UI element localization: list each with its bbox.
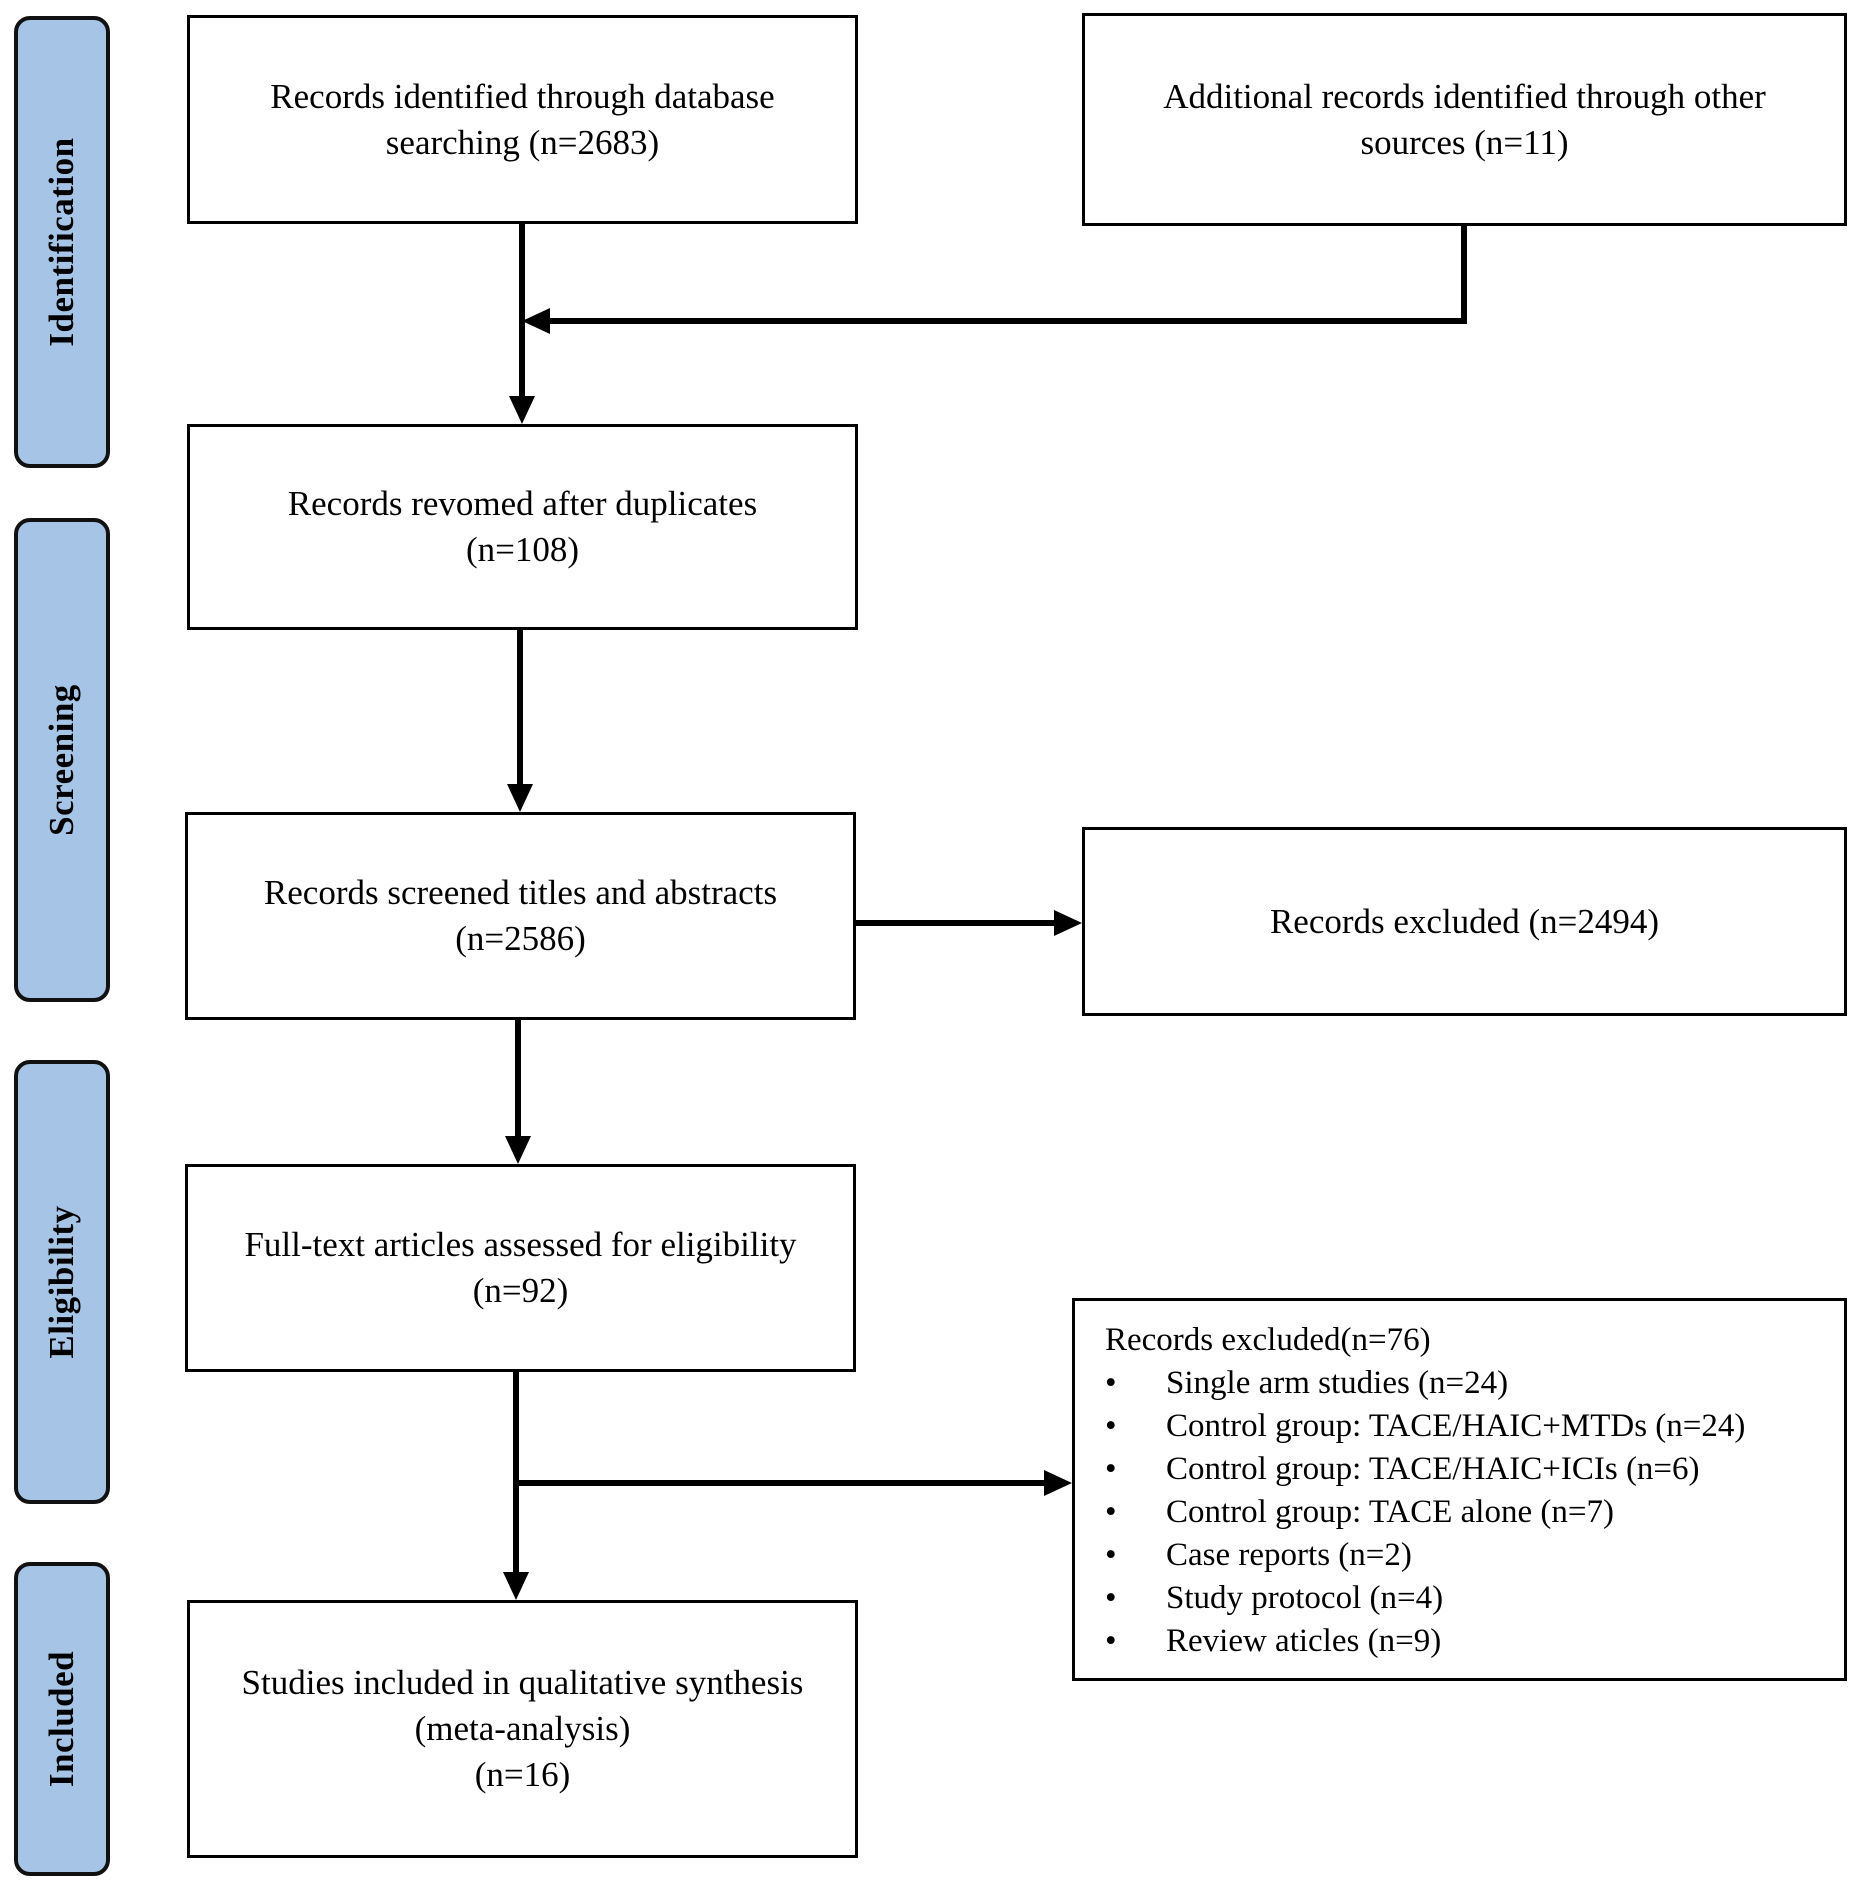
bullet: • xyxy=(1105,1408,1117,1444)
bullet: • xyxy=(1105,1580,1117,1616)
exclusion-reason: Review aticles (n=9) xyxy=(1166,1623,1442,1659)
excluded-fulltext-title: Records excluded(n=76) xyxy=(1105,1322,1431,1358)
exclusion-reason: Control group: TACE/HAIC+MTDs (n=24) xyxy=(1166,1408,1746,1444)
list-item: • Control group: TACE/HAIC+ICIs (n=6) xyxy=(1105,1448,1844,1491)
phase-included: Included xyxy=(14,1562,110,1876)
list-item: • Control group: TACE/HAIC+MTDs (n=24) xyxy=(1105,1405,1844,1448)
box-records-excluded-fulltext: Records excluded(n=76) • Single arm studi… xyxy=(1072,1298,1847,1681)
exclusion-reason: Control group: TACE/HAIC+ICIs (n=6) xyxy=(1166,1451,1700,1487)
records-screened-line2: (n=2586) xyxy=(455,919,586,958)
other-sources-line1: Additional records identified through ot… xyxy=(1163,76,1766,116)
fulltext-assessed-line1: Full-text articles assessed for eligibil… xyxy=(244,1225,797,1264)
list-item: • Review aticles (n=9) xyxy=(1105,1620,1844,1663)
phase-screening: Screening xyxy=(14,518,110,1002)
records-screened-line1: Records screened titles and abstracts xyxy=(263,873,778,912)
phase-eligibility: Eligibility xyxy=(14,1060,110,1504)
duplicates-removed-line2: (n=108) xyxy=(465,530,580,569)
bullet: • xyxy=(1105,1451,1117,1487)
duplicates-removed-line1: Records revomed after duplicates xyxy=(287,484,758,523)
arrowhead-merge xyxy=(522,308,550,334)
box-records-screened: Records screened titles and abstracts (n… xyxy=(185,812,856,1020)
exclusion-reason: Study protocol (n=4) xyxy=(1166,1580,1444,1616)
exclusion-reason: Single arm studies (n=24) xyxy=(1166,1365,1509,1401)
box-duplicates-removed: Records revomed after duplicates (n=108) xyxy=(187,424,858,630)
box-records-excluded-screening: Records excluded (n=2494) xyxy=(1082,827,1847,1016)
exclusion-reasons-list: • Single arm studies (n=24) • Control grou… xyxy=(1105,1362,1844,1663)
list-item: • Single arm studies (n=24) xyxy=(1105,1362,1844,1405)
fulltext-assessed-line2: (n=92) xyxy=(472,1271,569,1310)
arrowhead-included xyxy=(503,1572,529,1600)
list-item: • Control group: TACE alone (n=7) xyxy=(1105,1491,1844,1534)
exclusion-reason: Case reports (n=2) xyxy=(1166,1537,1412,1573)
database-records-line2: searching (n=2683) xyxy=(385,122,660,162)
arrowhead-duplicates xyxy=(509,396,535,424)
studies-included-line3: (n=16) xyxy=(474,1755,571,1794)
box-studies-included: Studies included in qualitative synthesi… xyxy=(187,1600,858,1858)
box-database-records: Records identified through database sear… xyxy=(187,15,858,224)
bullet: • xyxy=(1105,1494,1117,1530)
other-sources-line2: sources (n=11) xyxy=(1360,122,1569,162)
arrowhead-fulltext xyxy=(505,1136,531,1164)
arrowhead-excluded-fulltext xyxy=(1044,1470,1072,1496)
studies-included-line1: Studies included in qualitative synthesi… xyxy=(241,1663,804,1702)
list-item: • Study protocol (n=4) xyxy=(1105,1577,1844,1620)
bullet: • xyxy=(1105,1623,1117,1659)
exclusion-reason: Control group: TACE alone (n=7) xyxy=(1166,1494,1614,1530)
box-other-sources: Additional records identified through ot… xyxy=(1082,13,1847,226)
records-excluded-screening-line1: Records excluded (n=2494) xyxy=(1269,901,1660,941)
connector-other-sources xyxy=(548,226,1467,324)
arrowhead-screened xyxy=(507,784,533,812)
box-fulltext-assessed: Full-text articles assessed for eligibil… xyxy=(185,1164,856,1372)
list-item: • Case reports (n=2) xyxy=(1105,1534,1844,1577)
phase-identification: Identification xyxy=(14,16,110,468)
database-records-line1: Records identified through database xyxy=(270,76,775,116)
arrowhead-excluded-screen xyxy=(1054,910,1082,936)
bullet: • xyxy=(1105,1365,1117,1401)
bullet: • xyxy=(1105,1537,1117,1573)
studies-included-line2: (meta-analysis) xyxy=(414,1709,631,1748)
